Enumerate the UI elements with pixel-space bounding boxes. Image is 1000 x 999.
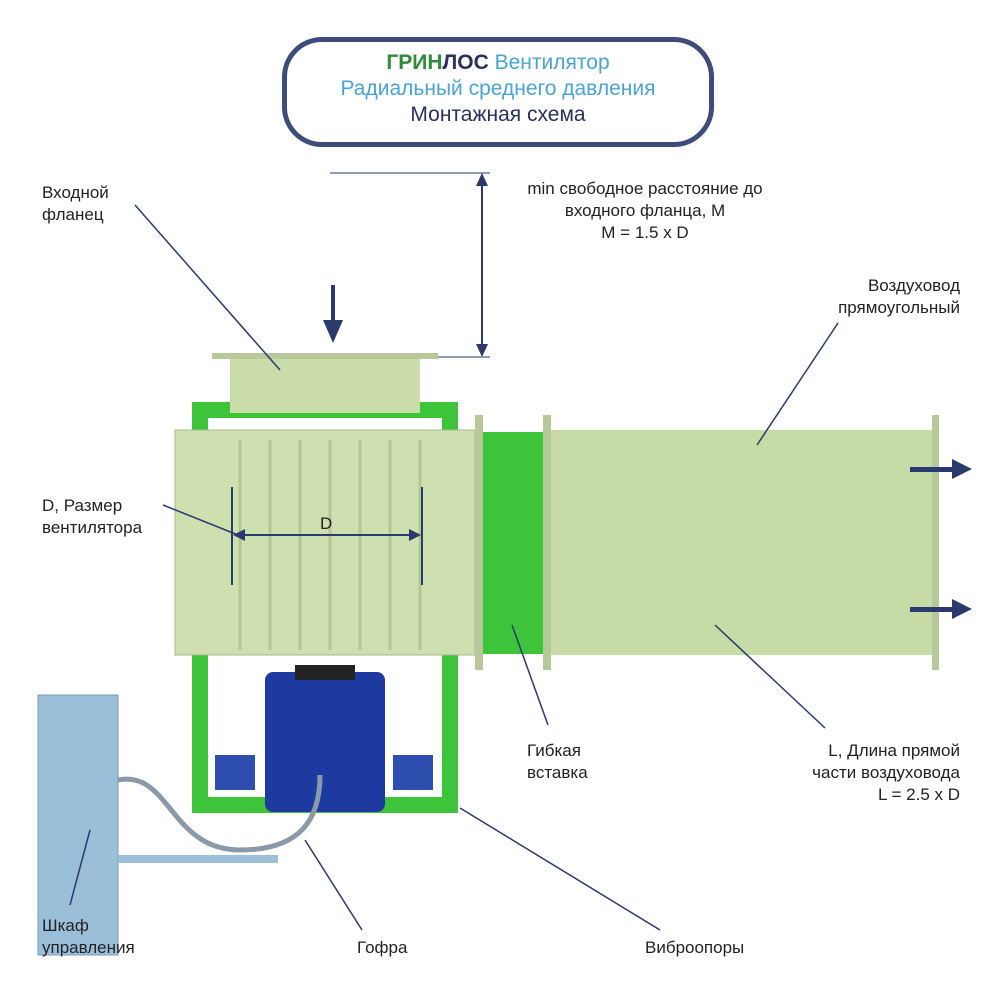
brand-navy: ЛОС xyxy=(442,51,489,74)
inlet-arrow-head xyxy=(323,320,343,343)
rectangular-duct xyxy=(551,430,936,655)
inlet-flange-rim xyxy=(212,353,438,359)
inlet-flange xyxy=(230,358,420,413)
corrugated-hose xyxy=(117,774,323,853)
arrow-head xyxy=(476,344,488,357)
label-d: D xyxy=(320,514,333,533)
label-corrugation: Гофра xyxy=(357,938,408,957)
brand-green: ГРИН xyxy=(386,51,443,74)
title-box: ГРИНЛОС Вентилятор Радиальный среднего д… xyxy=(282,37,714,147)
control-cabinet xyxy=(37,694,119,956)
outlet-arrow-icon xyxy=(910,459,972,619)
mount xyxy=(393,755,433,790)
title-suffix: Вентилятор xyxy=(494,51,610,74)
label-vibration-mounts: Виброопоры xyxy=(645,938,745,957)
subtitle: Радиальный среднего давления xyxy=(340,77,656,100)
caption: Монтажная схема xyxy=(410,103,586,126)
motor xyxy=(265,672,385,812)
flexible-insert xyxy=(483,432,543,654)
fan-housing xyxy=(174,429,476,656)
title-line-1: ГРИНЛОС Вентилятор xyxy=(287,50,709,76)
arrow-head xyxy=(476,173,488,186)
mount xyxy=(215,755,255,790)
